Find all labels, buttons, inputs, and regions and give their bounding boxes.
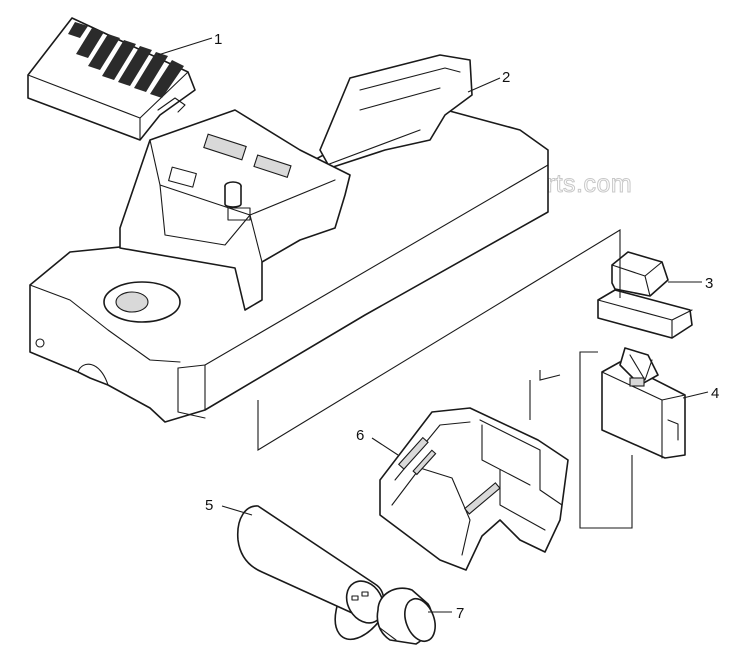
- callouts: 1 2 3 4 5 6 7: [157, 31, 719, 622]
- callout-2: 2: [502, 69, 510, 86]
- callout-4: 4: [711, 385, 719, 402]
- leader-1: [157, 37, 213, 56]
- leader-5: [221, 505, 253, 516]
- vent-slots: [68, 22, 184, 98]
- callout-7: 7: [456, 605, 464, 622]
- leader-2: [467, 77, 501, 93]
- part-5-capacitor: [236, 505, 385, 641]
- leader-4: [682, 391, 709, 399]
- part-4-switch: [601, 347, 686, 459]
- part-3-button: [597, 251, 693, 339]
- part-7-end-cap: [376, 587, 436, 645]
- callout-5: 5: [205, 497, 213, 514]
- callout-1: 1: [214, 31, 222, 48]
- part-6-bracket: [379, 407, 569, 571]
- part-1-vented-cover: [27, 17, 196, 141]
- assembly-guide-lines: [257, 229, 633, 529]
- callout-3: 3: [705, 275, 713, 292]
- part-2-housing: [29, 54, 549, 423]
- callout-6: 6: [356, 427, 364, 444]
- leader-6: [371, 437, 399, 456]
